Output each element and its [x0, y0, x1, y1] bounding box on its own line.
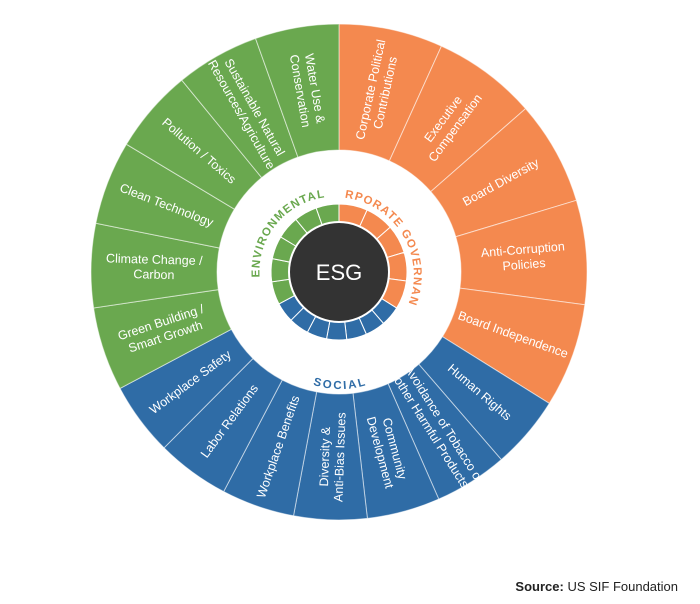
segment-label-line: Policies	[502, 256, 546, 273]
segment-label-social-2: CommunityDevelopment	[364, 411, 411, 490]
center-label: ESG	[316, 260, 362, 285]
segment-label-environmental-1: Climate Change /Carbon	[105, 251, 203, 283]
outer-segments	[90, 23, 588, 521]
category-label-social: SOCIAL	[312, 376, 368, 392]
source-label: Source:	[515, 579, 564, 594]
segment-label-governance-3: Anti-CorruptionPolicies	[480, 239, 566, 275]
inner-wedge-environmental-1	[270, 258, 291, 283]
segment-label-line: Anti-Corruption	[480, 239, 565, 260]
segment-label-line: Climate Change /	[106, 251, 203, 268]
source-text: US SIF Foundation	[567, 579, 678, 594]
segment-label-line: Carbon	[133, 267, 174, 282]
center-circle	[288, 221, 390, 323]
social-label-path: SOCIAL	[312, 376, 366, 392]
source-caption: Source: US SIF Foundation	[515, 579, 678, 594]
segment-label-line: Anti-Bias Issues	[331, 412, 348, 502]
segment-label-line: Diversity &	[317, 426, 333, 487]
inner-wedge-governance-3	[386, 251, 408, 282]
segment-environmental-5	[254, 23, 340, 158]
segment-label-social-3: Diversity &Anti-Bias Issues	[316, 412, 348, 503]
